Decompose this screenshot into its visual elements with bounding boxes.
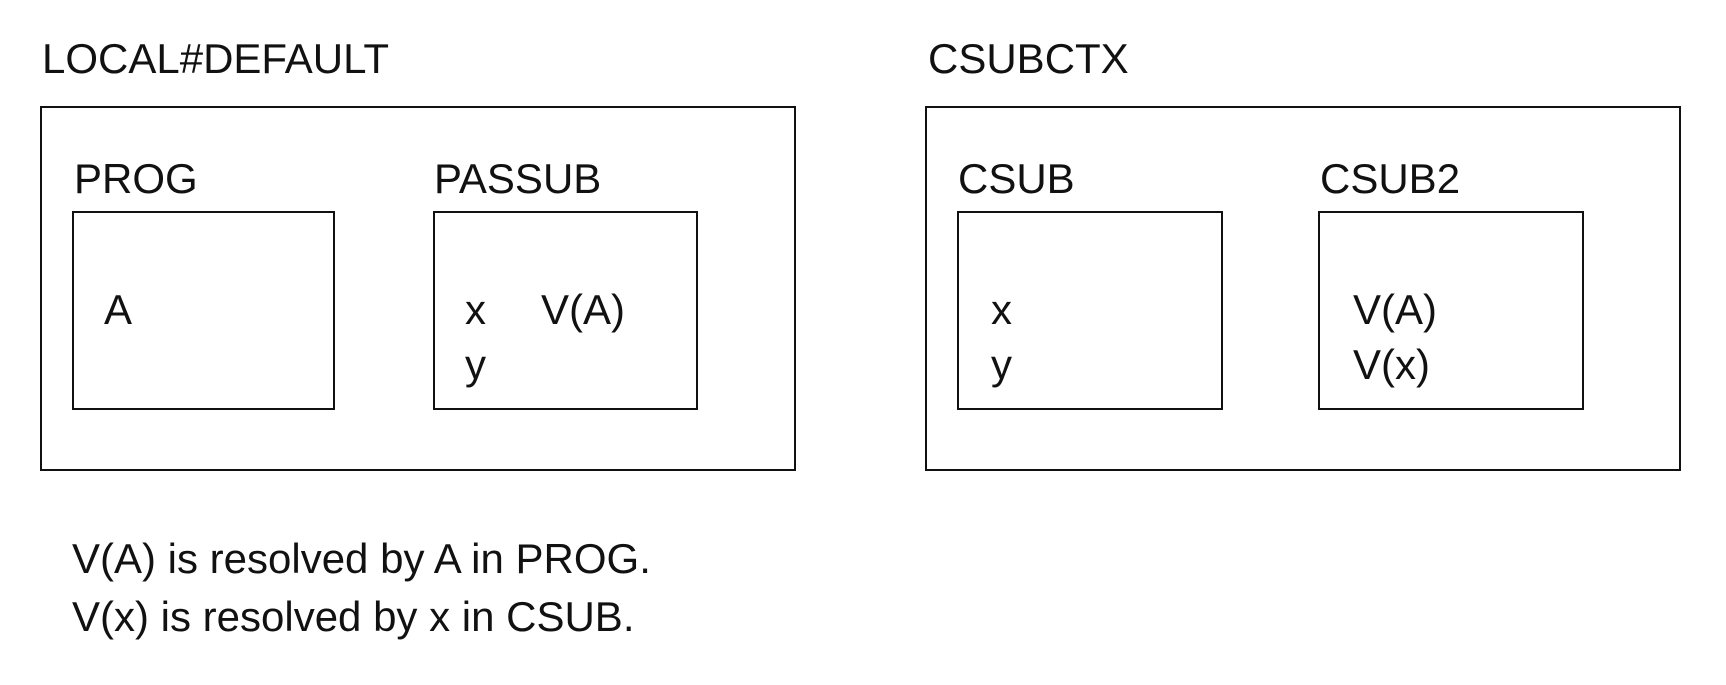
resolution-note-vx: V(x) is resolved by x in CSUB. <box>72 593 635 640</box>
program-box-csub <box>957 211 1223 410</box>
context-box-csubctx <box>925 106 1681 471</box>
passub-variable-x: x <box>465 286 486 333</box>
program-title-passub: PASSUB <box>434 155 602 202</box>
program-box-csub2 <box>1318 211 1584 410</box>
resolution-note-va: V(A) is resolved by A in PROG. <box>72 535 651 582</box>
program-title-prog: PROG <box>74 155 198 202</box>
context-box-local-default <box>40 106 796 471</box>
passub-variable-y: y <box>465 341 486 388</box>
program-box-prog <box>72 211 335 410</box>
csub-variable-y: y <box>991 341 1012 388</box>
program-title-csub: CSUB <box>958 155 1075 202</box>
csub-variable-x: x <box>991 286 1012 333</box>
program-title-csub2: CSUB2 <box>1320 155 1461 202</box>
program-box-passub <box>433 211 698 410</box>
prog-variable-a: A <box>104 286 133 333</box>
context-title-csubctx: CSUBCTX <box>928 35 1129 82</box>
csub2-reference-va: V(A) <box>1353 286 1437 333</box>
passub-reference-va: V(A) <box>541 286 625 333</box>
csub2-reference-vx: V(x) <box>1353 341 1430 388</box>
context-title-local-default: LOCAL#DEFAULT <box>42 35 390 82</box>
